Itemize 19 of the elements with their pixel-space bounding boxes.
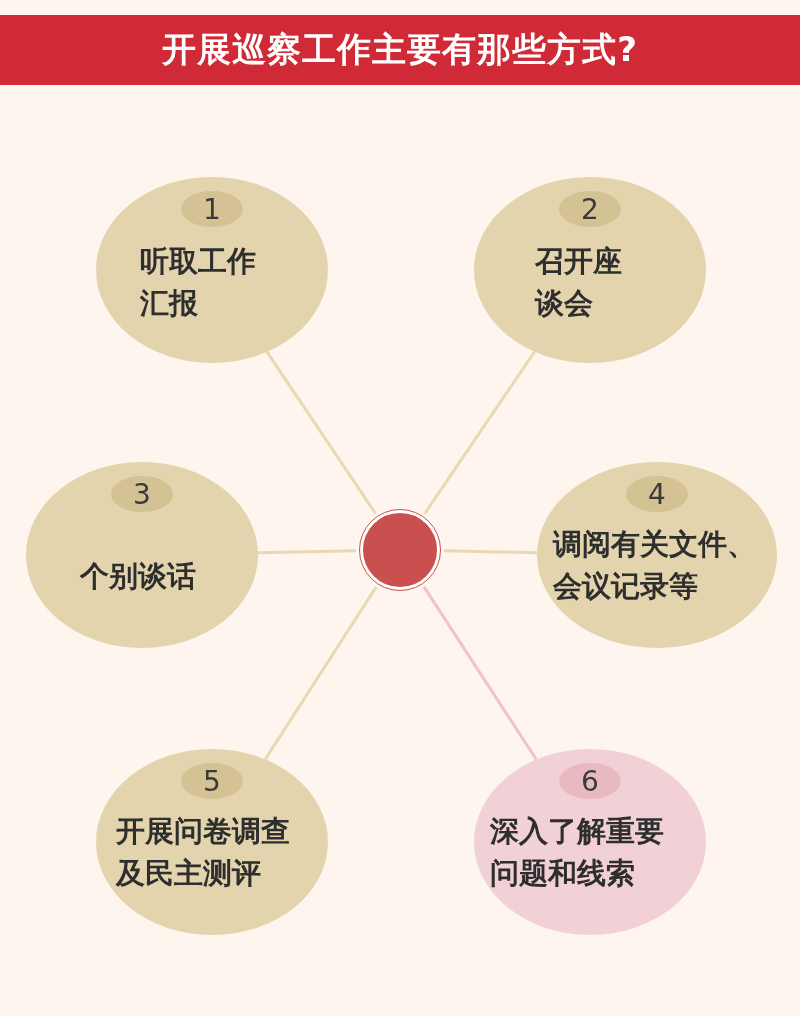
number-badge: 6 (559, 763, 621, 799)
connector-line (265, 351, 377, 515)
method-label: 开展问卷调查及民主测评 (116, 813, 290, 893)
number-badge: 1 (181, 191, 243, 227)
connector-line (263, 586, 378, 761)
number-badge: 3 (111, 476, 173, 512)
number-badge: 2 (559, 191, 621, 227)
title-banner: 开展巡察工作主要有那些方式? (0, 15, 800, 85)
method-label: 个别谈话 (80, 558, 197, 595)
connector-line (422, 586, 538, 761)
number-badge: 4 (626, 476, 688, 512)
method-label: 深入了解重要问题和线索 (490, 813, 664, 893)
connector-line (423, 350, 536, 515)
connector-line (257, 549, 357, 555)
method-label: 调阅有关文件、会议记录等 (553, 526, 756, 606)
method-label: 召开座谈会 (535, 243, 622, 323)
connector-line (443, 549, 538, 555)
method-label: 听取工作汇报 (140, 243, 256, 323)
number-badge: 5 (181, 763, 243, 799)
